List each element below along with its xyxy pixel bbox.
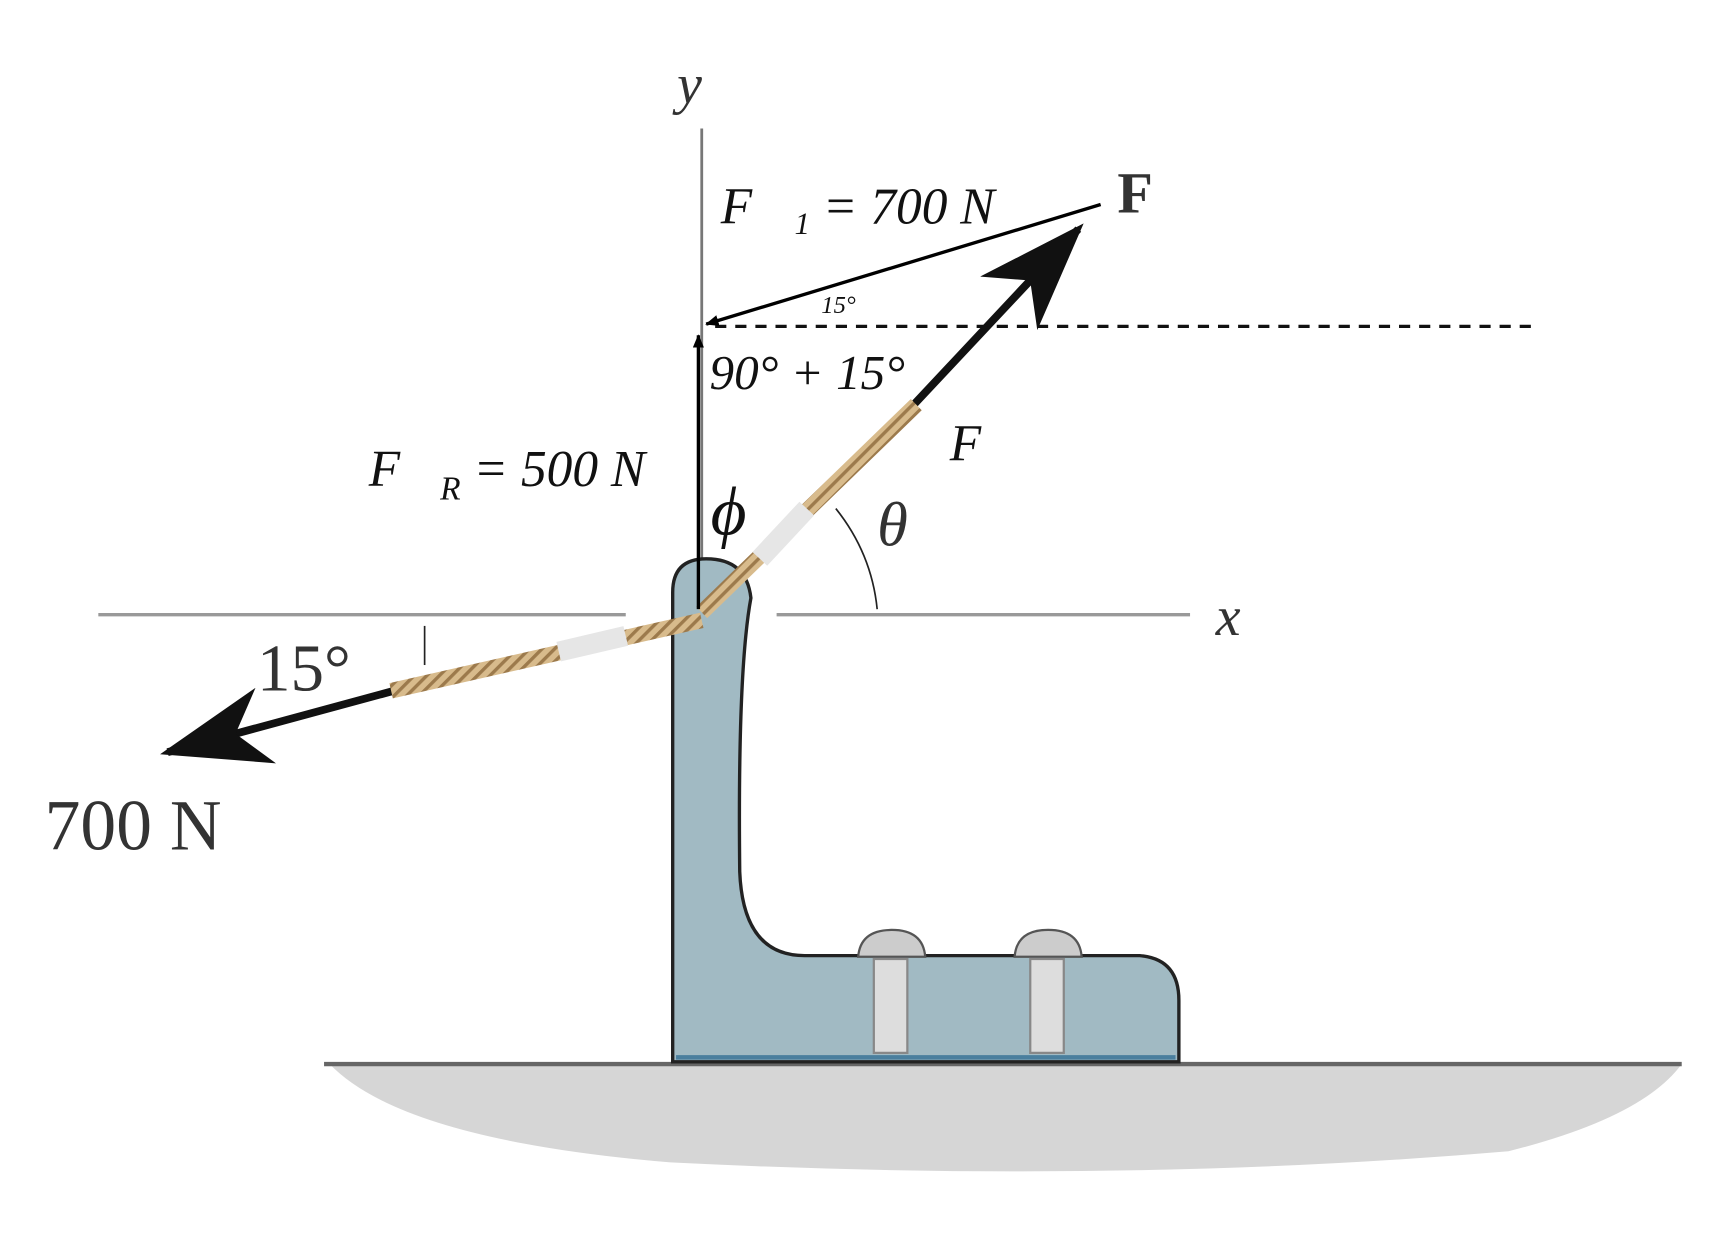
theta-label: θ (877, 489, 908, 559)
ground (329, 1064, 1682, 1172)
angle-sum-label: 90° + 15° (710, 345, 905, 400)
f1-label: F⃗₁ = 700 N (720, 179, 998, 236)
theta-arc (835, 508, 879, 610)
f1-angle-label: 15° (821, 292, 856, 319)
stray-f-label: F (1117, 160, 1152, 225)
phi-label: ϕ (711, 472, 747, 549)
fr-label: F⃗R = 500 N (368, 441, 648, 507)
right-rope (696, 398, 922, 619)
y-axis-label: y (672, 54, 702, 116)
bracket (671, 557, 1181, 1064)
rope-force-label: 700 N (45, 786, 222, 865)
bolt (856, 928, 927, 1054)
f1-arrow (705, 202, 1102, 326)
x-axis-label: x (1215, 586, 1241, 648)
f-label: F⃗ (949, 415, 1021, 472)
left-rope (389, 612, 704, 699)
right-cable-arrow (907, 223, 1084, 411)
bolt (1013, 928, 1083, 1054)
left-cable-arrow (160, 684, 404, 764)
rope-angle-label: 15° (257, 631, 351, 706)
